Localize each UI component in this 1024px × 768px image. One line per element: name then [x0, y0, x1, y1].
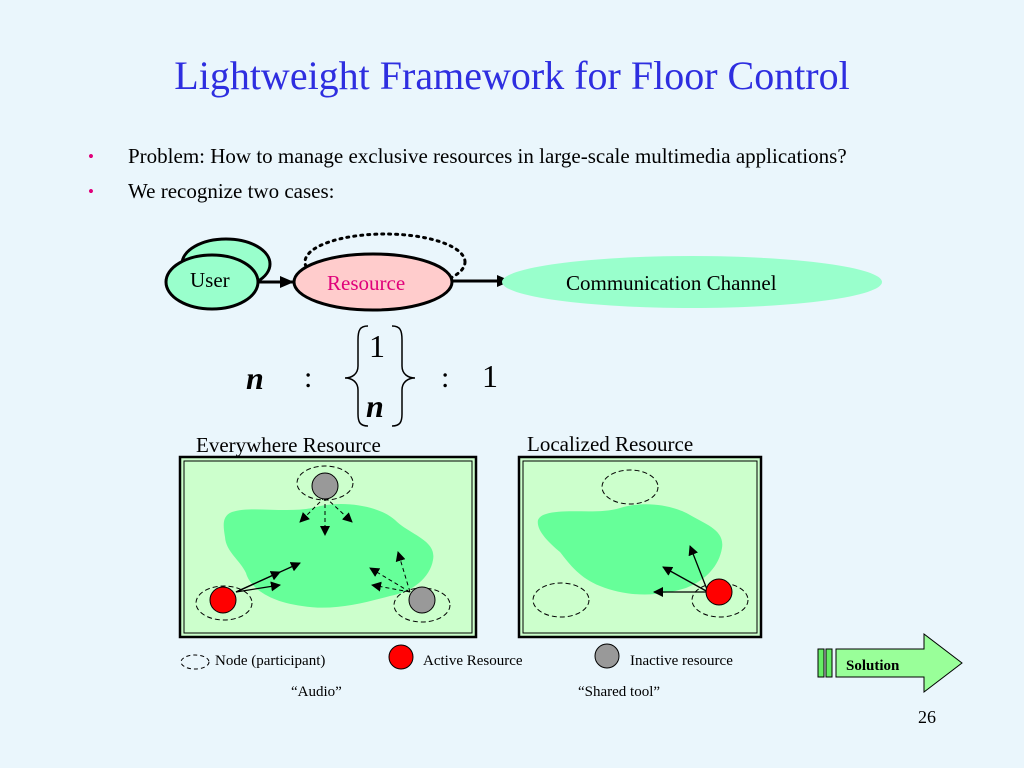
left-brace: [344, 325, 369, 427]
legend-inactive-icon: [594, 643, 620, 669]
node-icon: [195, 585, 253, 621]
solution-button-label[interactable]: Solution: [846, 658, 900, 674]
inactive-arrows-right: [369, 551, 411, 593]
ratio-top: 1: [369, 328, 385, 364]
user-label: User: [190, 268, 230, 292]
node-icon: [601, 469, 659, 505]
everywhere-panel-inner-frame: [183, 460, 473, 634]
channel-node: [502, 256, 882, 308]
bullet-list: • Problem: How to manage exclusive resou…: [88, 142, 908, 212]
user-node-stack: [164, 237, 272, 311]
slide-title: Lightweight Framework for Floor Control: [174, 53, 850, 98]
localized-panel: [517, 455, 763, 639]
ratio-sep2: :: [441, 361, 450, 394]
right-brace: [391, 325, 416, 427]
page-number: 26: [918, 707, 936, 727]
localized-panel-inner-frame: [522, 460, 758, 634]
ratio-sep1: :: [304, 361, 313, 394]
bullet-item: • We recognize two cases:: [88, 177, 908, 206]
ratio-bottom: n: [366, 388, 384, 424]
ratio-left: n: [246, 360, 264, 396]
legend-active-icon: [388, 644, 414, 670]
localized-caption: “Shared tool”: [578, 684, 661, 700]
localized-title: Localized Resource: [527, 432, 694, 456]
solution-button[interactable]: [816, 632, 966, 694]
legend-inactive-label: Inactive resource: [630, 653, 733, 669]
active-resource-icon: [705, 578, 733, 606]
bullet-icon: •: [88, 147, 94, 166]
legend-node-icon: [180, 654, 210, 670]
everywhere-caption: “Audio”: [291, 684, 342, 700]
inactive-resource-icon: [408, 586, 436, 614]
localized-coverage-area: [537, 504, 723, 595]
everywhere-title: Everywhere Resource: [196, 433, 381, 457]
active-arrows: [235, 562, 301, 593]
bullet-icon: •: [88, 182, 94, 201]
bullet-item: • Problem: How to manage exclusive resou…: [88, 142, 908, 171]
ratio-right: 1: [482, 358, 498, 394]
node-icon: [532, 582, 590, 618]
channel-label: Communication Channel: [566, 271, 777, 295]
bullet-text: Problem: How to manage exclusive resourc…: [128, 144, 847, 168]
legend-active-label: Active Resource: [423, 653, 523, 669]
legend-node-label: Node (participant): [215, 653, 326, 669]
inactive-arrows-top: [299, 496, 353, 536]
bullet-text: We recognize two cases:: [128, 179, 335, 203]
inactive-resource-icon: [311, 472, 339, 500]
solution-arrow-icon: [817, 632, 963, 694]
active-resource-icon: [209, 586, 237, 614]
active-arrows-localized: [653, 545, 709, 597]
resource-label: Resource: [327, 271, 406, 295]
everywhere-panel: [178, 455, 478, 639]
